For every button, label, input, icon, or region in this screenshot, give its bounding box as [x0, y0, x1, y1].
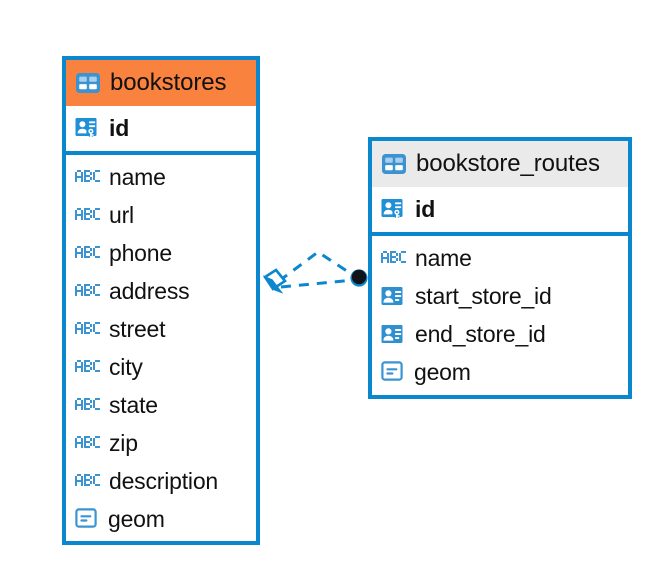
field-row-city[interactable]: city: [66, 348, 256, 386]
relationship-target-circle[interactable]: [350, 269, 368, 287]
entity-bookstores[interactable]: bookstores: [62, 56, 260, 545]
entity-header-bookstore-routes[interactable]: bookstore_routes: [372, 141, 628, 187]
relationship-link-end-store-id[interactable]: [280, 278, 355, 289]
field-row-address[interactable]: address: [66, 272, 256, 310]
entity-header-bookstores[interactable]: bookstores: [66, 60, 256, 106]
field-label-description: description: [109, 467, 219, 494]
primary-key-icon: [381, 198, 406, 222]
text-abc-icon: [75, 436, 100, 450]
field-row-geom[interactable]: geom: [372, 353, 628, 391]
field-list-bookstore-routes: name start_store_id: [372, 236, 628, 395]
field-row-url[interactable]: url: [66, 196, 256, 234]
field-row-name[interactable]: name: [66, 158, 256, 196]
field-label-id: id: [109, 115, 130, 141]
field-row-start-store-id[interactable]: start_store_id: [372, 277, 628, 315]
relationship-source-diamond[interactable]: [262, 268, 287, 294]
field-list-bookstores: name: [66, 155, 256, 542]
primary-key-row-bookstore-routes[interactable]: id: [372, 187, 628, 236]
text-abc-icon: [75, 322, 100, 336]
field-label-id: id: [415, 196, 436, 222]
field-label-state: state: [109, 391, 158, 418]
field-label-phone: phone: [109, 239, 172, 266]
text-abc-icon: [75, 246, 100, 260]
field-label-geom: geom: [414, 358, 471, 385]
field-label-end-store-id: end_store_id: [415, 320, 546, 347]
field-label-geom: geom: [108, 505, 165, 532]
field-row-name[interactable]: name: [372, 239, 628, 277]
field-label-address: address: [109, 277, 190, 304]
foreign-key-icon: [381, 324, 406, 345]
field-row-end-store-id[interactable]: end_store_id: [372, 315, 628, 353]
field-row-street[interactable]: street: [66, 310, 256, 348]
field-label-start-store-id: start_store_id: [415, 282, 552, 309]
primary-key-row-bookstores[interactable]: id: [66, 106, 256, 155]
field-label-city: city: [109, 353, 143, 380]
field-row-geom[interactable]: geom: [66, 500, 256, 538]
field-row-state[interactable]: state: [66, 386, 256, 424]
relationship-link-start-store-id[interactable]: [278, 250, 357, 283]
entity-bookstore-routes[interactable]: bookstore_routes: [368, 137, 632, 399]
field-label-street: street: [109, 315, 166, 342]
field-row-phone[interactable]: phone: [66, 234, 256, 272]
text-abc-icon: [75, 170, 100, 184]
text-abc-icon: [75, 208, 100, 222]
table-icon: [381, 153, 407, 175]
field-label-zip: zip: [109, 429, 138, 456]
field-row-zip[interactable]: zip: [66, 424, 256, 462]
text-abc-icon: [75, 398, 100, 412]
text-abc-icon: [75, 360, 100, 374]
foreign-key-icon: [381, 286, 406, 307]
geometry-icon: [381, 361, 405, 383]
table-icon: [75, 72, 101, 94]
text-abc-icon: [75, 474, 100, 488]
primary-key-icon: [75, 117, 100, 141]
geometry-icon: [75, 508, 99, 530]
field-row-description[interactable]: description: [66, 462, 256, 500]
text-abc-icon: [381, 251, 406, 265]
entity-title-bookstore-routes: bookstore_routes: [416, 150, 600, 177]
field-label-url: url: [109, 201, 134, 228]
entity-title-bookstores: bookstores: [110, 69, 227, 96]
field-label-name: name: [415, 244, 472, 271]
field-label-name: name: [109, 163, 166, 190]
text-abc-icon: [75, 284, 100, 298]
